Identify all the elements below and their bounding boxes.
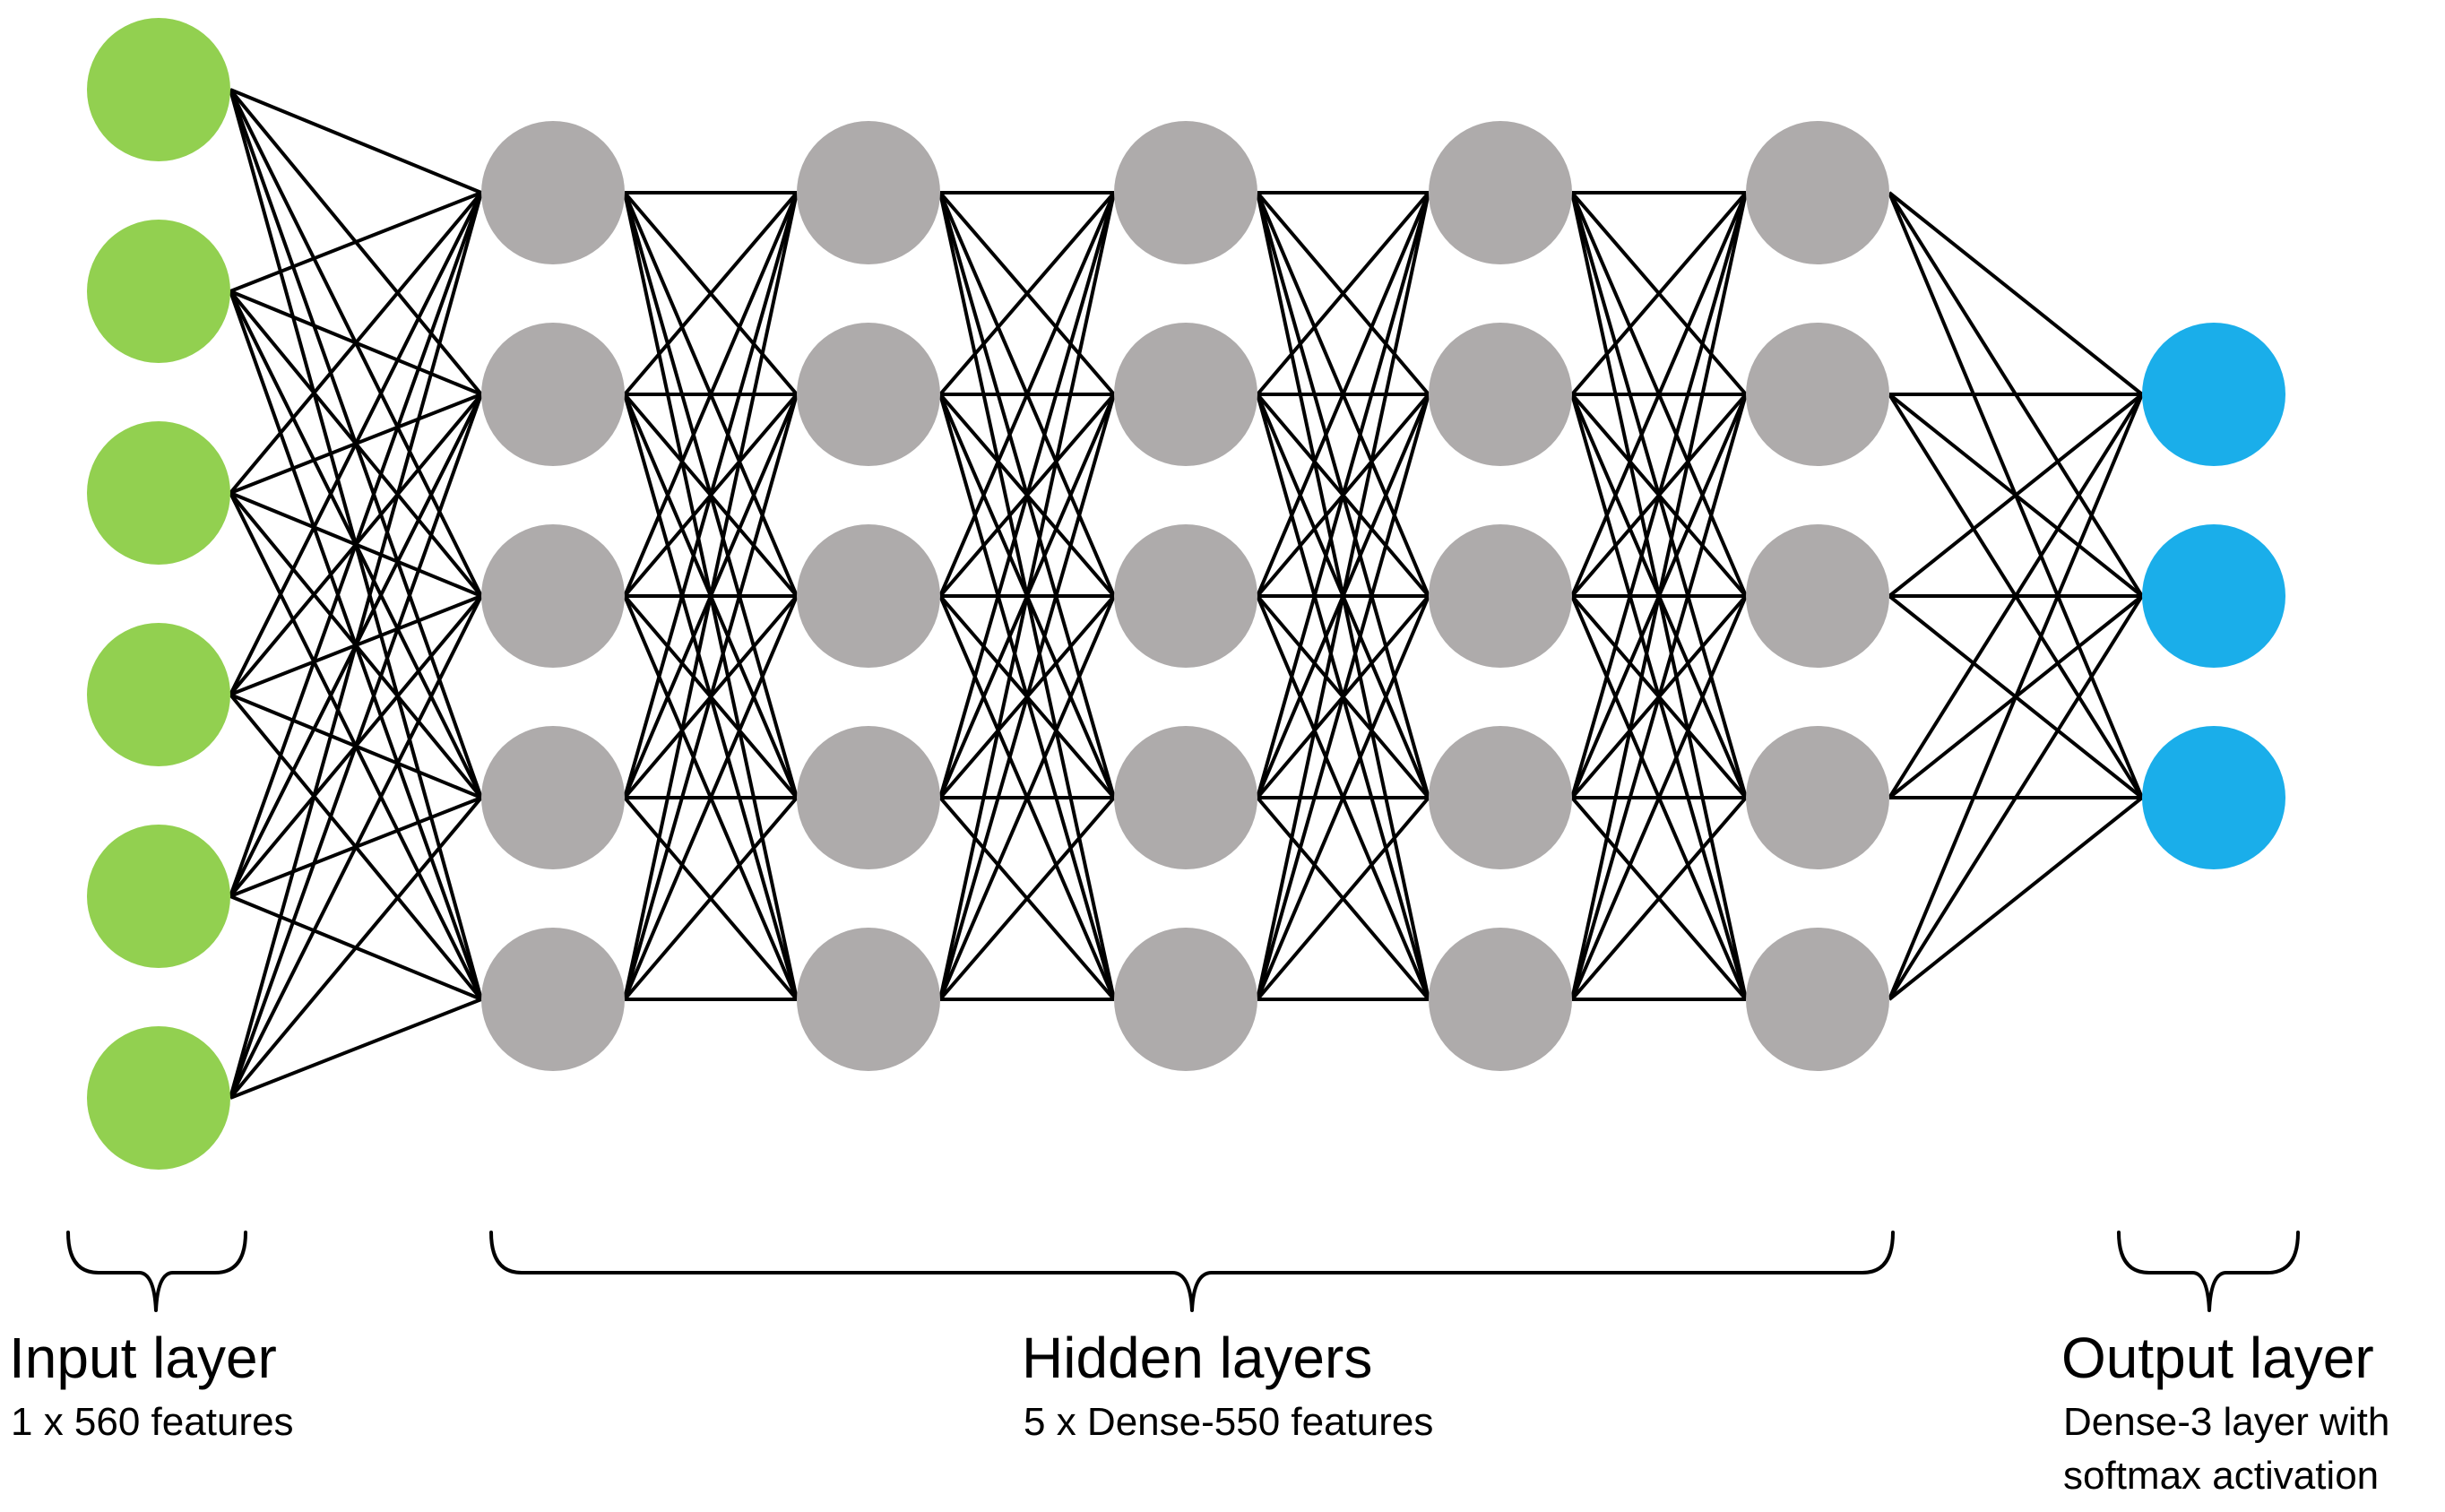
connection-hidden-3-4-to-hidden-4-1 xyxy=(1256,393,1430,1000)
neurons xyxy=(87,18,2285,1170)
input-neuron-6 xyxy=(87,1026,230,1170)
connection-hidden-2-3-to-hidden-3-0 xyxy=(938,192,1116,799)
connection-hidden-5-0-to-output-0 xyxy=(1888,191,2144,396)
hidden-4-neuron-2 xyxy=(1429,323,1572,466)
output-layer-title: Output layer xyxy=(2061,1326,2374,1390)
hidden-2-neuron-5 xyxy=(797,928,940,1071)
hidden-layers-title: Hidden layers xyxy=(1022,1326,1372,1390)
hidden-1-neuron-2 xyxy=(481,323,625,466)
connection-hidden-3-3-to-hidden-4-0 xyxy=(1256,192,1430,799)
connection-hidden-4-4-to-hidden-5-3 xyxy=(1570,796,1748,1001)
input-neuron-3 xyxy=(87,421,230,565)
connection-hidden-2-1-to-hidden-3-0 xyxy=(938,191,1116,396)
hidden-5-neuron-1 xyxy=(1746,121,1889,264)
output-neuron-3 xyxy=(2142,726,2285,869)
connection-hidden-1-3-to-hidden-2-0 xyxy=(623,192,799,799)
connection-input-5-to-hidden-1-4 xyxy=(229,998,482,1100)
hidden-1-neuron-1 xyxy=(481,121,625,264)
connection-hidden-4-4-to-hidden-5-1 xyxy=(1570,393,1748,1000)
connection-input-4-to-hidden-1-0 xyxy=(229,192,483,897)
hidden-3-neuron-4 xyxy=(1114,726,1257,869)
hidden-2-neuron-3 xyxy=(797,524,940,668)
hidden-layers-subtitle: 5 x Dense-550 features xyxy=(1024,1400,1433,1444)
hidden-2-neuron-2 xyxy=(797,323,940,466)
hidden-5-neuron-2 xyxy=(1746,323,1889,466)
hidden-1-neuron-3 xyxy=(481,524,625,668)
output-neuron-2 xyxy=(2142,524,2285,668)
connection-hidden-4-2-to-hidden-5-0 xyxy=(1570,192,1748,597)
connection-hidden-5-4-to-output-1 xyxy=(1888,594,2144,1001)
output-layer-brace xyxy=(2117,1231,2300,1312)
hidden-3-neuron-2 xyxy=(1114,323,1257,466)
connection-hidden-4-4-to-hidden-5-2 xyxy=(1570,595,1748,1000)
connection-hidden-3-2-to-hidden-4-0 xyxy=(1256,192,1430,597)
hidden-5-neuron-3 xyxy=(1746,524,1889,668)
input-neuron-2 xyxy=(87,220,230,363)
connection-input-2-to-hidden-1-0 xyxy=(229,191,483,495)
hidden-2-neuron-4 xyxy=(797,726,940,869)
connection-input-5-to-hidden-1-0 xyxy=(229,192,483,1099)
connection-hidden-2-4-to-hidden-3-1 xyxy=(938,393,1116,1000)
hidden-3-neuron-3 xyxy=(1114,524,1257,668)
connection-hidden-3-4-to-hidden-4-2 xyxy=(1256,595,1430,1000)
output-layer-subtitle-line-1: Dense-3 layer with xyxy=(2063,1400,2389,1444)
connection-input-1-to-hidden-1-0 xyxy=(229,191,482,293)
output-neuron-1 xyxy=(2142,323,2285,466)
connection-hidden-1-4-to-hidden-2-0 xyxy=(623,192,799,1000)
hidden-4-neuron-3 xyxy=(1429,524,1572,668)
input-neuron-4 xyxy=(87,623,230,766)
connection-hidden-1-4-to-hidden-2-1 xyxy=(623,393,799,1000)
connection-hidden-5-3-to-output-0 xyxy=(1888,393,2144,799)
input-neuron-1 xyxy=(87,18,230,161)
connection-input-5-to-hidden-1-2 xyxy=(229,595,483,1099)
connection-hidden-5-4-to-output-0 xyxy=(1888,393,2144,1000)
hidden-2-neuron-1 xyxy=(797,121,940,264)
connection-hidden-3-1-to-hidden-4-0 xyxy=(1256,191,1430,396)
connection-input-5-to-hidden-1-1 xyxy=(229,393,483,1099)
hidden-4-neuron-4 xyxy=(1429,726,1572,869)
output-layer-subtitle-line-2: softmax activation xyxy=(2063,1454,2379,1498)
input-neuron-5 xyxy=(87,825,230,968)
connection-hidden-4-4-to-hidden-5-0 xyxy=(1570,192,1748,1000)
connection-input-0-to-hidden-1-0 xyxy=(229,88,482,194)
connection-hidden-1-2-to-hidden-2-0 xyxy=(623,192,799,597)
hidden-4-neuron-1 xyxy=(1429,121,1572,264)
connection-hidden-5-2-to-output-0 xyxy=(1888,393,2144,598)
connection-hidden-4-1-to-hidden-5-0 xyxy=(1570,191,1748,396)
hidden-1-neuron-4 xyxy=(481,726,625,869)
hidden-layers-brace xyxy=(489,1231,1895,1312)
connections xyxy=(229,88,2144,1100)
connection-hidden-1-4-to-hidden-2-3 xyxy=(623,796,799,1001)
hidden-1-neuron-5 xyxy=(481,928,625,1071)
hidden-5-neuron-4 xyxy=(1746,726,1889,869)
input-layer-subtitle: 1 x 560 features xyxy=(11,1400,294,1444)
hidden-3-neuron-1 xyxy=(1114,121,1257,264)
connection-hidden-5-4-to-output-2 xyxy=(1888,796,2144,1001)
connection-hidden-1-1-to-hidden-2-0 xyxy=(623,191,799,396)
connection-hidden-3-4-to-hidden-4-0 xyxy=(1256,192,1430,1000)
connection-input-5-to-hidden-1-3 xyxy=(229,796,483,1100)
connection-hidden-2-4-to-hidden-3-0 xyxy=(938,192,1116,1000)
connection-hidden-2-4-to-hidden-3-3 xyxy=(938,796,1116,1001)
hidden-4-neuron-5 xyxy=(1429,928,1572,1071)
hidden-5-neuron-5 xyxy=(1746,928,1889,1071)
connection-hidden-4-3-to-hidden-5-0 xyxy=(1570,192,1748,799)
connection-hidden-3-4-to-hidden-4-3 xyxy=(1256,796,1430,1001)
hidden-3-neuron-5 xyxy=(1114,928,1257,1071)
connection-hidden-2-2-to-hidden-3-0 xyxy=(938,192,1116,597)
connection-input-3-to-hidden-1-0 xyxy=(229,192,483,696)
input-layer-title: Input layer xyxy=(9,1326,277,1390)
input-layer-brace xyxy=(66,1231,247,1312)
connection-hidden-1-4-to-hidden-2-2 xyxy=(623,595,799,1000)
connection-hidden-2-4-to-hidden-3-2 xyxy=(938,595,1116,1000)
